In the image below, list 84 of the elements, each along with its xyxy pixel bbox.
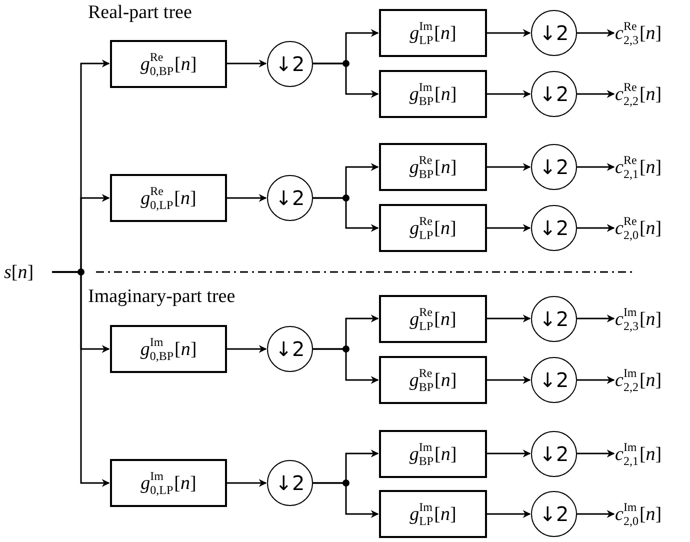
arrow	[313, 482, 379, 518]
arrow	[577, 450, 615, 458]
downsample-label: ↓2	[539, 370, 569, 390]
signal-label: s[n]	[4, 257, 52, 287]
downsample-label: ↓2	[275, 339, 305, 359]
signal-label: c$^{Re}$$_{2,1}$[n]	[615, 150, 687, 184]
filter-box	[110, 40, 227, 88]
downsampler-circle	[531, 430, 577, 476]
downsample-label: ↓2	[539, 444, 569, 464]
filter-label: g$^{Im}$$_{LP}$[n]	[410, 20, 456, 46]
arrow	[52, 271, 110, 487]
filter-label: g$^{Im}$$_{LP}$[n]	[410, 501, 456, 527]
downsample-label: ↓2	[275, 188, 305, 208]
downsample-label: ↓2	[275, 473, 305, 493]
arrow	[487, 510, 531, 518]
arrow	[577, 90, 615, 98]
downsampler-circle	[531, 144, 577, 190]
filter-label: g$^{Re}$$_{LP}$[n]	[410, 215, 456, 241]
signal-label: c$^{Im}$$_{2,0}$[n]	[615, 497, 687, 531]
signal-label: c$^{Re}$$_{2,0}$[n]	[615, 211, 687, 245]
arrow	[577, 510, 615, 518]
arrow	[577, 376, 615, 384]
filter-box	[110, 174, 227, 222]
arrow	[577, 29, 615, 37]
arrow	[313, 197, 379, 232]
arrow	[577, 224, 615, 232]
tree-title: Real-part tree	[88, 2, 192, 24]
arrow	[227, 345, 267, 353]
downsample-label: ↓2	[539, 504, 569, 524]
filter-label: g$^{Im}$$_{BP}$[n]	[409, 81, 457, 107]
arrow	[487, 450, 531, 458]
filter-box	[379, 143, 487, 191]
signal-label: c$^{Im}$$_{2,3}$[n]	[615, 302, 687, 336]
signal-label: c$^{Re}$$_{2,2}$[n]	[615, 77, 687, 111]
arrow	[487, 224, 531, 232]
downsampler-circle	[531, 10, 577, 56]
signal-label: c$^{Im}$$_{2,2}$[n]	[615, 363, 687, 397]
downsampler-circle	[531, 357, 577, 403]
downsample-label: ↓2	[539, 23, 569, 43]
downsampler-circle	[531, 296, 577, 342]
downsample-label: ↓2	[539, 308, 569, 328]
filter-box	[379, 490, 487, 538]
downsampler-circle	[267, 175, 313, 221]
downsample-label: ↓2	[275, 54, 305, 74]
downsampler-circle	[531, 491, 577, 537]
filter-box	[379, 356, 487, 404]
filter-box	[379, 9, 487, 57]
filter-label: g$^{Re}$$_{BP}$[n]	[409, 154, 457, 180]
arrow	[313, 62, 379, 98]
signal-label: c$^{Im}$$_{2,1}$[n]	[615, 436, 687, 470]
filter-box	[379, 204, 487, 252]
filter-label: g$^{Re}$$_{LP}$[n]	[410, 306, 456, 332]
downsampler-circle	[531, 71, 577, 117]
downsample-label: ↓2	[539, 157, 569, 177]
arrow	[577, 163, 615, 171]
filter-box	[379, 294, 487, 342]
arrow	[227, 194, 267, 202]
filter-box	[379, 430, 487, 478]
filter-label: g$^{Re}$$_{0,BP}$[n]	[140, 50, 197, 76]
downsampler-circle	[267, 460, 313, 506]
arrow	[313, 348, 379, 384]
filter-box	[379, 70, 487, 118]
arrow	[487, 376, 531, 384]
filter-label: g$^{Im}$$_{0,LP}$[n]	[140, 470, 196, 496]
arrow	[227, 479, 267, 487]
downsampler-circle	[531, 205, 577, 251]
tree-title: Imaginary-part tree	[88, 286, 236, 308]
arrow	[487, 163, 531, 171]
filter-box	[110, 325, 227, 373]
filter-label: g$^{Im}$$_{0,BP}$[n]	[140, 336, 197, 362]
arrow	[227, 60, 267, 68]
signal-label: c$^{Re}$$_{2,3}$[n]	[615, 16, 687, 50]
filter-label: g$^{Re}$$_{0,LP}$[n]	[140, 185, 196, 211]
downsampler-circle	[267, 326, 313, 372]
filter-box	[110, 459, 227, 507]
arrow	[577, 314, 615, 322]
downsample-label: ↓2	[539, 84, 569, 104]
downsampler-circle	[267, 40, 313, 86]
arrow	[487, 314, 531, 322]
arrow	[487, 29, 531, 37]
downsample-label: ↓2	[539, 218, 569, 238]
filter-label: g$^{Im}$$_{BP}$[n]	[409, 440, 457, 466]
filter-label: g$^{Re}$$_{BP}$[n]	[409, 367, 457, 393]
arrow	[487, 90, 531, 98]
